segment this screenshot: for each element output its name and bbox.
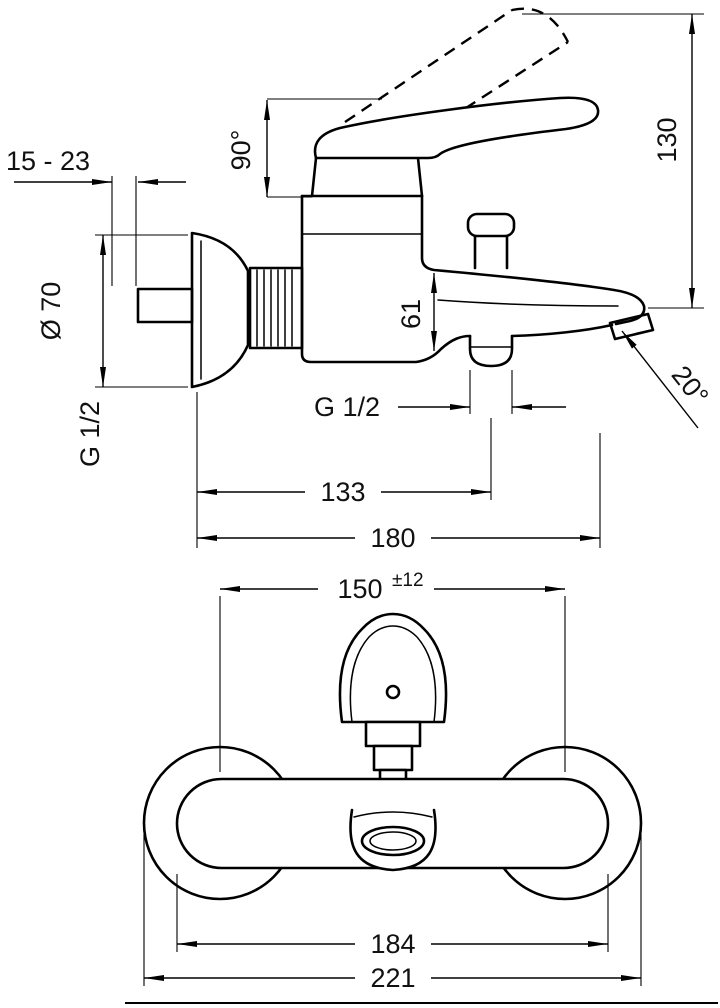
- threaded-section: [248, 266, 304, 350]
- side-view-dimensions: 15 - 23 90° 130 Ø 70 G 1/2 61 G 1/2: [6, 13, 715, 553]
- dim-handle-swing: 90°: [226, 130, 256, 171]
- front-view-dimension-centers: 150 ±12: [219, 570, 566, 772]
- dim-total-reach: 180: [370, 523, 415, 553]
- spout-front: [349, 808, 437, 872]
- dim-height: 130: [652, 117, 682, 162]
- mixer-body: [300, 150, 646, 364]
- dim-connection-centers: 150: [337, 574, 382, 604]
- handle-raised-position: [344, 7, 570, 154]
- dim-spout-height: 61: [396, 299, 426, 329]
- dim-spray-angle: 20°: [666, 360, 715, 411]
- lever-handle: [313, 96, 600, 160]
- side-view: 15 - 23 90° 130 Ø 70 G 1/2 61 G 1/2: [6, 7, 715, 553]
- wall-escutcheon: [190, 231, 250, 389]
- front-view: 150 ±12: [142, 570, 643, 993]
- front-view-dimension-overall-width: 221: [143, 834, 642, 993]
- dim-wall-depth-range: 15 - 23: [6, 146, 90, 176]
- dim-body-width: 184: [370, 929, 415, 959]
- dim-overall-width: 221: [370, 963, 415, 993]
- spout-joint: [364, 720, 422, 784]
- front-view-dimension-body-width: 184: [176, 874, 609, 959]
- shower-hose-connector: [468, 334, 514, 368]
- dim-wall-connection-thread: G 1/2: [75, 401, 105, 467]
- dim-escutcheon-diameter: Ø 70: [36, 282, 66, 341]
- dim-shower-outlet-thread: G 1/2: [314, 392, 380, 422]
- cartridge-dome: [338, 612, 448, 724]
- dim-reach-to-shower-outlet: 133: [320, 477, 365, 507]
- dim-connection-tolerance: ±12: [392, 570, 424, 591]
- set-screw: [385, 684, 401, 700]
- wall-connection-stub: [136, 287, 194, 324]
- diverter-knob: [466, 212, 516, 270]
- aerator: [608, 312, 655, 341]
